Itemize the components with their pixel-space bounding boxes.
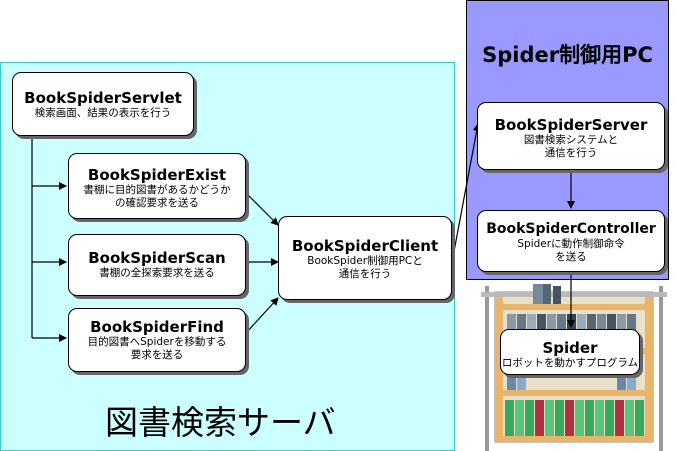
exist-desc-line2: の確認要求を送る: [115, 197, 199, 209]
node-book-spider-server: BookSpiderServer 図書検索システムと 通信を行う: [477, 102, 665, 170]
scan-desc: 書棚の全探索要求を送る: [99, 267, 215, 279]
servlet-desc: 検索画面、結果の表示を行う: [34, 107, 172, 119]
servlet-name: BookSpiderServlet: [24, 89, 182, 107]
controller-desc-line1: Spiderに動作制御命令: [517, 238, 625, 250]
node-book-spider-client: BookSpiderClient BookSpider制御用PCと 通信を行う: [278, 216, 452, 300]
arrow-exist-to-client: [245, 192, 279, 226]
client-name: BookSpiderClient: [291, 237, 439, 255]
arrow-client-server-bidirectional: [446, 123, 481, 270]
find-name: BookSpiderFind: [90, 318, 224, 336]
node-book-spider-find: BookSpiderFind 目的図書へSpiderを移動する 要求を送る: [68, 308, 246, 372]
node-book-spider-exist: BookSpiderExist 書棚に目的図書があるかどうか の確認要求を送る: [68, 153, 246, 219]
server-region-title: 図書検索サーバ: [105, 403, 336, 442]
exist-desc-line1: 書棚に目的図書があるかどうか: [83, 184, 231, 196]
node-spider: Spider ロボットを動かすプログラム: [500, 329, 640, 375]
scan-name: BookSpiderScan: [88, 249, 226, 267]
client-desc-line2: 通信を行う: [338, 268, 392, 280]
controller-desc-line2: を送る: [555, 251, 587, 263]
find-desc-line2: 要求を送る: [130, 349, 184, 361]
server-name: BookSpiderServer: [494, 116, 648, 134]
spider-name: Spider: [542, 339, 598, 357]
server-desc-line1: 図書検索システムと: [523, 134, 619, 146]
server-desc-line2: 通信を行う: [544, 147, 598, 159]
spider-desc: ロボットを動かすプログラム: [501, 357, 639, 369]
node-book-spider-scan: BookSpiderScan 書棚の全探索要求を送る: [68, 234, 246, 296]
find-desc-line1: 目的図書へSpiderを移動する: [87, 336, 227, 348]
node-book-spider-servlet: BookSpiderServlet 検索画面、結果の表示を行う: [12, 72, 194, 136]
client-desc-line1: BookSpider制御用PCと: [307, 255, 423, 267]
pc-region-title: Spider制御用PC: [482, 43, 653, 67]
arrow-find-to-client: [245, 297, 279, 334]
exist-name: BookSpiderExist: [87, 166, 227, 184]
node-book-spider-controller: BookSpiderController Spiderに動作制御命令 を送る: [477, 210, 665, 272]
controller-name: BookSpiderController: [486, 221, 656, 237]
